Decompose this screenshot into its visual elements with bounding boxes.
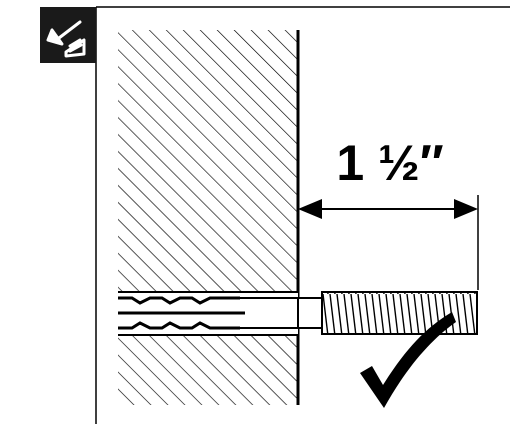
drilled-hole-with-anchor bbox=[118, 291, 298, 336]
install-badge bbox=[40, 7, 96, 63]
checkmark-icon bbox=[360, 312, 456, 408]
threaded-rod bbox=[297, 291, 478, 335]
dimension-label: 1 ½″ bbox=[336, 135, 443, 191]
wall-cross-section bbox=[118, 30, 300, 405]
frame bbox=[95, 6, 510, 424]
install-arrow-icon bbox=[46, 20, 86, 58]
dimension-callout: 1 ½″ bbox=[298, 135, 479, 290]
